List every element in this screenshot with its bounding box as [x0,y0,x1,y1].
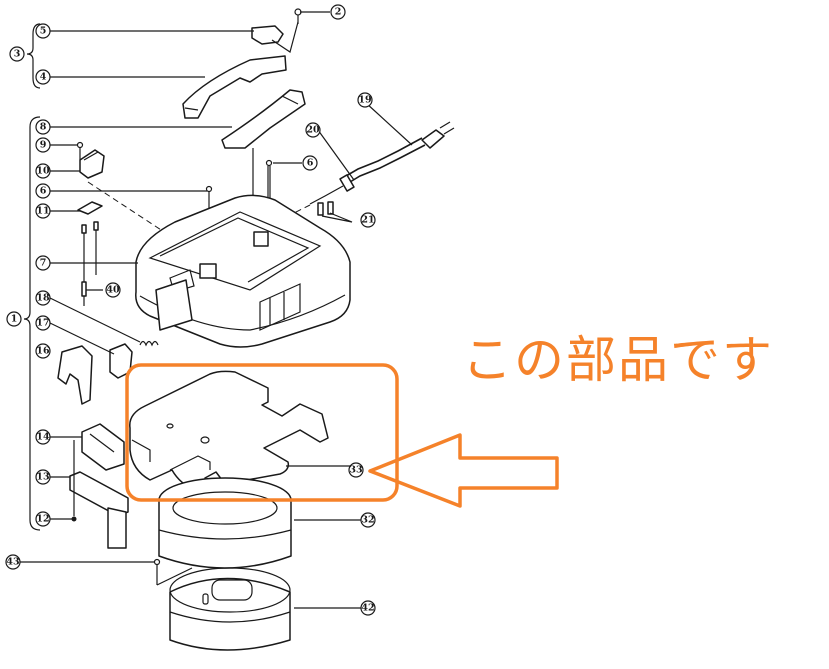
label-40: 40 [106,285,120,296]
label-42: 42 [361,603,374,614]
part-42-base [169,567,291,651]
callout-number-32: 32 [360,512,376,528]
callout-number-19: 19 [357,92,373,108]
part-14-terminal-block [81,423,125,471]
callout-number-20: 20 [305,122,321,138]
callout-number-7: 7 [35,255,51,271]
label-1: 1 [11,314,18,325]
callout-number-2: 2 [330,4,346,20]
part-13-terminal-cover [69,471,129,549]
part-33-plate [129,370,329,491]
callout-number-6b: 6 [302,155,318,171]
label-5: 5 [40,26,47,37]
label-10: 10 [36,166,50,177]
callout-number-42: 42 [360,600,376,616]
label-7: 7 [40,258,47,269]
label-12: 12 [36,514,49,525]
callout-number-12: 12 [35,511,51,527]
label-32: 32 [361,515,374,526]
part-2-screw [294,8,302,24]
pointer-arrow-icon [368,433,559,508]
callout-number-9: 9 [35,137,51,153]
callout-number-17: 17 [35,315,51,331]
callout-number-33: 33 [348,462,364,478]
part-18-spring [139,340,159,347]
callout-number-13: 13 [35,469,51,485]
leader-lines [20,11,413,609]
label-13: 13 [36,472,49,483]
callout-number-10: 10 [35,163,51,179]
part-32-ring [158,477,292,569]
label-8: 8 [40,122,47,133]
label-3: 3 [14,49,21,60]
callout-number-16: 16 [35,343,51,359]
group-bracket-1 [23,116,41,531]
label-19: 19 [358,95,372,106]
part-21-cord-terminals [279,201,334,221]
part-8-handle-base [221,89,306,210]
part-20-cord-bushing [309,174,355,205]
callout-number-4: 4 [35,69,51,85]
label-18: 18 [36,293,50,304]
part-7-top-housing [135,194,351,348]
part-5-bracket [251,21,299,53]
part-16-clip [57,345,93,405]
callout-number-1: 1 [6,311,22,327]
callout-number-40: 40 [105,282,121,298]
part-40-wire-lead [81,221,99,306]
callout-number-11: 11 [35,203,51,219]
label-2: 2 [335,7,342,18]
label-14: 14 [36,432,50,443]
label-20: 20 [306,125,320,136]
part-19-power-cord [345,121,455,183]
label-21: 21 [361,215,374,226]
group-bracket-3 [26,23,41,89]
callout-number-6a: 6 [35,183,51,199]
part-9-screw [76,141,84,160]
label-33: 33 [349,465,362,476]
label-6: 6 [40,186,47,197]
label-17: 17 [36,318,49,329]
label-9: 9 [40,140,47,151]
label-43: 43 [6,557,19,568]
callout-number-18: 18 [35,290,51,306]
callout-number-14: 14 [35,429,51,445]
part-10-switch [79,149,105,179]
label-16: 16 [36,346,50,357]
part-43-screw [153,558,193,586]
part-4-handle [182,55,287,119]
callout-number-5: 5 [35,23,51,39]
callout-label: この部品です [462,331,774,389]
highlight-box [125,363,399,502]
callout-number-8: 8 [35,119,51,135]
label-11: 11 [36,206,49,217]
callout-number-3: 3 [9,46,25,62]
callout-number-21: 21 [360,212,376,228]
callout-number-43: 43 [5,554,21,570]
label-6: 6 [307,158,314,169]
label-4: 4 [40,72,47,83]
